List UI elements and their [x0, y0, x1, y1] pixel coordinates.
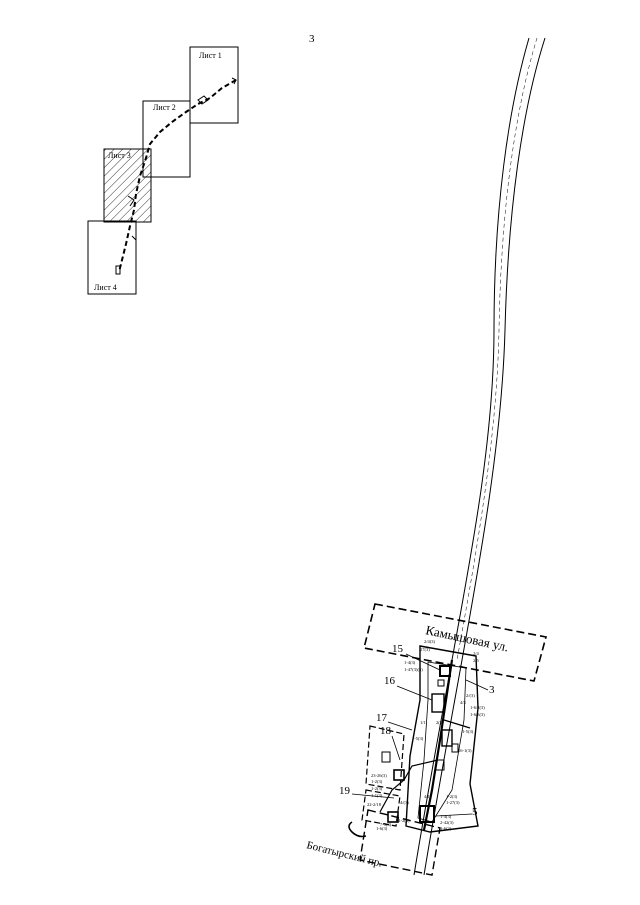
callout-16: 16 [384, 675, 396, 687]
annotation-label: 4/3 [460, 700, 467, 705]
callout-17: 17 [376, 712, 388, 724]
corridor-inner [456, 37, 538, 661]
annotation-label: 7-5(3) [380, 822, 392, 827]
callout-18: 18 [380, 725, 392, 737]
annotation-label: 1-4(3) [404, 660, 416, 665]
main-map: Камышовая ул. Богатырский пр. [305, 37, 547, 876]
annotation-label: 2/4(3) [424, 639, 435, 644]
structure-1 [439, 665, 451, 677]
hook-symbol [348, 821, 367, 838]
key-route-line [118, 79, 237, 273]
sheet-4-frame[interactable] [87, 220, 137, 295]
sheet-3-frame[interactable] [103, 148, 152, 223]
street-bogatyrsky-area [359, 809, 441, 876]
annotation-label: 2(3) [436, 720, 444, 725]
annotation-label: 27(3) [420, 647, 430, 652]
annotation-label: 1-5(3) [412, 736, 424, 741]
annotation-label: 1-6(3) [440, 826, 452, 831]
corridor-left [413, 37, 530, 876]
annotation-label: 1-2(3) [446, 794, 458, 799]
sheet-1-frame[interactable] [189, 46, 239, 124]
block-left [365, 725, 405, 791]
street-bogatyrsky-label: Богатырский пр. [305, 839, 383, 869]
block-left-2 [361, 789, 401, 827]
pipeline-main [422, 659, 454, 831]
annotation-label: 1/1 [420, 720, 426, 725]
annotation-label: 23-26(3) [371, 773, 387, 778]
corridor-right [423, 37, 546, 876]
annotation-label: 22-2/18 [367, 802, 382, 807]
leader-5 [435, 813, 473, 817]
annotation-label: 1-47(3)(3) [404, 667, 423, 672]
sheet-4-label: Лист 4 [94, 283, 117, 292]
leader-18 [391, 735, 401, 761]
annotation-label: 2/5 [473, 658, 480, 663]
structure-5 [419, 805, 435, 823]
annotation-label: 1-6(3) [376, 826, 388, 831]
annotation-label: 2/(3) [466, 693, 475, 698]
annotation-label: 1-1(3) [371, 793, 383, 798]
page-number: 3 [309, 33, 315, 45]
key-route-detail [127, 77, 237, 241]
structure-2 [431, 693, 445, 713]
annotation-label: 2-42(3) [440, 820, 454, 825]
annotation-label: 2/4 [473, 651, 480, 656]
leader-15 [405, 653, 441, 671]
leader-3 [465, 679, 489, 691]
annotation-label: 1-27(3) [446, 800, 460, 805]
annotation-label: 16-1(3) [458, 748, 472, 753]
sheet-2-label: Лист 2 [153, 103, 176, 112]
annotation-label: 1-6/2(3) [470, 705, 485, 710]
annotation-label: 21-2(3) [396, 818, 410, 823]
leader-16 [396, 685, 433, 701]
parcel-outline [405, 645, 479, 833]
sheet-1-label: Лист 1 [199, 51, 222, 60]
callout-19: 19 [339, 785, 351, 797]
structure-10 [451, 743, 459, 753]
annotation-label: 1-5(3) [462, 729, 474, 734]
sheet-3-label: Лист 3 [108, 151, 131, 160]
callout-15: 15 [392, 643, 404, 655]
key-map: Лист 1 Лист 2 Лист 3 Лист 4 [87, 46, 239, 295]
annotation-label: 1-6/3(3) [470, 712, 485, 717]
structure-8 [387, 811, 399, 823]
structure-6 [381, 751, 391, 763]
key-route-end [115, 265, 121, 275]
annotation-label: 1-2(3) [371, 786, 383, 791]
callout-5: 5 [472, 806, 478, 818]
callout-3: 3 [489, 684, 495, 696]
structure-3 [441, 729, 453, 747]
structure-9 [437, 679, 445, 687]
annotation-label: 1-4(3) [440, 814, 452, 819]
annotation-label: 1-2(3) [371, 779, 383, 784]
sheet-2-frame[interactable] [142, 100, 191, 178]
annotation-label: 4/(3) [400, 800, 409, 805]
street-kamyshovaya-area [363, 603, 547, 682]
annotation-labels: 2/4(3) 27(3) 2/4 2/5 1-4(3) 1-47(3)(3) 1… [367, 639, 485, 831]
annotation-label: 4/17 [424, 794, 433, 799]
leader-19 [351, 793, 395, 799]
structure-7 [393, 769, 405, 781]
leader-17 [387, 721, 413, 731]
